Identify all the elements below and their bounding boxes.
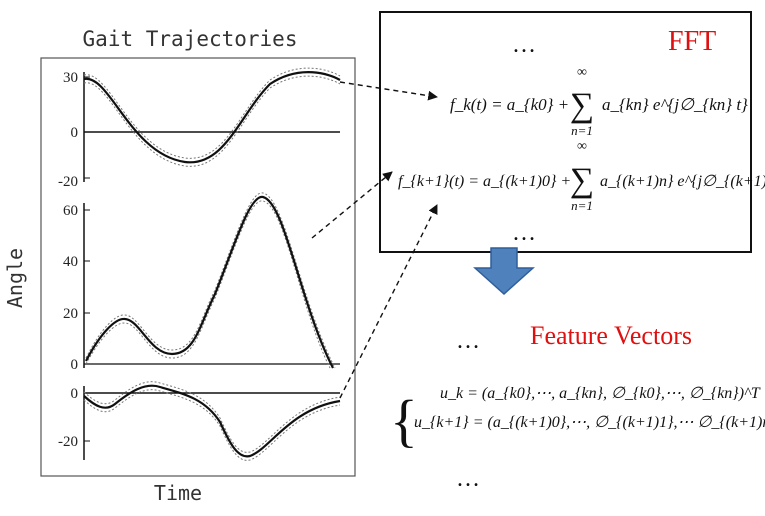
tick-label: 20 (63, 306, 78, 322)
x-axis-label: Time (154, 481, 202, 505)
fft-equation-2: f_{k+1}(t) = a_{(k+1)0} + ∞ ∑ n=1 a_{(k+… (398, 139, 765, 213)
tick-label: 0 (71, 125, 79, 141)
fft-equation-1: f_k(t) = a_{k0} + ∞ ∑ n=1 a_{kn} e^{j∅_{… (450, 65, 748, 138)
ellipsis: … (456, 328, 480, 354)
trajectory-mean (83, 71, 341, 164)
dashed-arrow (339, 204, 438, 399)
dashed-arrow (339, 81, 438, 101)
left-brace: { (390, 388, 418, 453)
fft-title: FFT (668, 26, 716, 57)
fft-box: FFT … … f_k(t) = a_{k0} + ∞ ∑ n=1 a_{kn}… (379, 11, 765, 253)
tick-label: 40 (63, 254, 78, 270)
sum-lower-limit: n=1 (571, 123, 593, 138)
gait-subplot-1: 30 0 -20 (58, 67, 341, 190)
tick-label: -20 (58, 434, 78, 450)
feature-vector-1: u_k = (a_{k0},⋯, a_{kn}, ∅_{k0},⋯, ∅_{kn… (440, 385, 761, 402)
ellipsis: … (456, 466, 480, 492)
equation-lhs: f_k(t) = a_{k0} + (450, 95, 569, 114)
equation-term: a_{kn} e^{j∅_{kn} t} (602, 95, 748, 114)
sum-upper-limit: ∞ (577, 139, 587, 154)
fft-box-frame (379, 11, 752, 253)
trajectory-mean (83, 384, 341, 458)
tick-label: 60 (63, 203, 78, 219)
feature-title: Feature Vectors (530, 321, 692, 350)
gait-plot-frame (40, 57, 356, 477)
gait-subplot-3: 0 -20 (58, 381, 341, 461)
feature-vector-2: u_{k+1} = (a_{(k+1)0},⋯, ∅_{(k+1)1},⋯ ∅_… (414, 414, 765, 431)
gait-subplot-2: 60 40 20 0 (63, 192, 340, 373)
sum-sign: ∑ (570, 162, 594, 199)
y-axis-label: Angle (3, 248, 27, 308)
tick-label: 30 (63, 70, 78, 86)
gait-title: Gait Trajectories (83, 27, 298, 51)
tick-label: -20 (58, 174, 78, 190)
feature-panel: Feature Vectors … { u_k = (a_{k0},⋯, a_{… (390, 321, 765, 492)
equation-term: a_{(k+1)n} e^{j∅_{(k+1)n} t} (600, 173, 765, 190)
tick-label: 0 (71, 386, 79, 402)
sum-lower-limit: n=1 (571, 198, 593, 213)
connector-arrows (311, 81, 438, 399)
gait-panel: Gait Trajectories Angle Time 30 0 -20 (3, 27, 356, 505)
sum-upper-limit: ∞ (577, 65, 587, 80)
ellipsis: … (512, 32, 536, 58)
ellipsis: … (512, 220, 536, 246)
equation-lhs: f_{k+1}(t) = a_{(k+1)0} + (398, 173, 571, 190)
down-arrow-icon (473, 247, 535, 296)
trajectory-mean (85, 195, 334, 369)
sum-sign: ∑ (570, 87, 594, 124)
tick-label: 0 (71, 357, 79, 373)
